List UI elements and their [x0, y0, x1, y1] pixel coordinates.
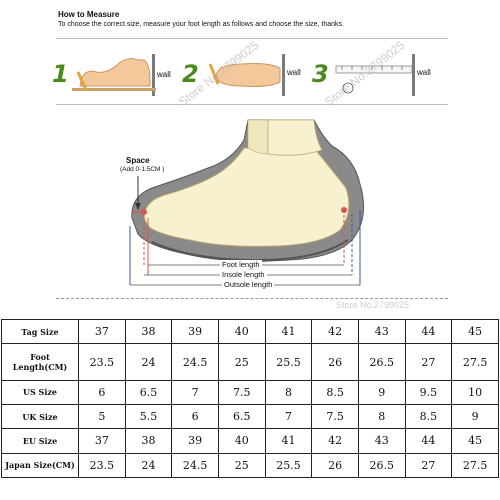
row-header: US Size	[1, 379, 79, 406]
table-row: Tag Size 37 38 39 40 41 42 43 44 45	[1, 318, 499, 345]
table-cell: 7	[264, 404, 313, 430]
table-cell: 41	[264, 428, 313, 454]
table-cell: 42	[311, 428, 359, 454]
step-1-illustration	[72, 54, 156, 96]
table-cell: 39	[171, 428, 219, 454]
table-cell: 44	[404, 428, 453, 454]
table-cell: 42	[311, 318, 359, 345]
row-header: Foot Length(CM)	[1, 343, 79, 381]
table-cell: 40	[217, 428, 266, 454]
table-cell: 24	[124, 343, 173, 381]
table-cell: 24.5	[171, 343, 219, 381]
measure-header: How to Measure To choose the correct siz…	[58, 10, 344, 28]
table-cell: 37	[78, 318, 126, 345]
table-cell: 45	[451, 428, 499, 454]
step-1-panel: 1 wall	[52, 50, 171, 100]
outsole-length-label: Outsole length	[222, 280, 275, 289]
table-cell: 44	[404, 318, 453, 345]
table-cell: 41	[264, 318, 313, 345]
row-header: Japan Size(CM)	[1, 452, 79, 479]
table-cell: 26	[311, 343, 359, 381]
table-cell: 6.5	[124, 379, 173, 406]
table-cell: 24	[124, 452, 173, 479]
table-cell: 27.5	[451, 343, 499, 381]
table-cell: 27.5	[451, 452, 499, 479]
table-cell: 26.5	[357, 452, 406, 479]
step-2-wall-label: wall	[287, 68, 301, 77]
measure-subtitle: To choose the correct size, measure your…	[58, 21, 344, 28]
insole-length-label: Insole length	[220, 270, 267, 279]
table-row: Japan Size(CM) 23.5 24 24.5 25 25.5 26 2…	[1, 452, 499, 479]
table-cell: 25	[217, 452, 266, 479]
table-cell: 38	[124, 318, 173, 345]
step-3-panel: 3 wall	[312, 50, 431, 100]
table-cell: 45	[451, 318, 499, 345]
table-cell: 5	[78, 404, 126, 430]
divider-bottom	[56, 104, 448, 105]
table-cell: 9	[357, 379, 406, 406]
table-cell: 8.5	[404, 404, 453, 430]
row-header: Tag Size	[1, 318, 79, 345]
table-cell: 25	[217, 343, 266, 381]
table-cell: 25.5	[264, 452, 313, 479]
table-cell: 25.5	[264, 343, 313, 381]
dashed-divider	[56, 298, 448, 299]
measure-title: How to Measure	[58, 10, 120, 19]
table-cell: 37	[78, 428, 126, 454]
step-2-number: 2	[182, 60, 199, 88]
table-cell: 6.5	[217, 404, 266, 430]
step-3-illustration	[335, 54, 415, 96]
table-cell: 26.5	[357, 343, 406, 381]
table-cell: 24.5	[171, 452, 219, 479]
table-row: US Size 6 6.5 7 7.5 8 8.5 9 9.5 10	[1, 379, 499, 406]
divider-top	[56, 38, 448, 39]
table-cell: 5.5	[124, 404, 173, 430]
step-2-illustration	[208, 54, 285, 96]
table-cell: 43	[357, 318, 406, 345]
table-row: UK Size 5 5.5 6 6.5 7 7.5 8 8.5 9	[1, 404, 499, 430]
space-label: Space	[126, 156, 150, 165]
table-cell: 40	[217, 318, 266, 345]
table-cell: 8	[264, 379, 313, 406]
step-3-wall-label: wall	[417, 68, 431, 77]
table-cell: 26	[311, 452, 359, 479]
shoe-diagram: Space (Add 0-1.5CM ) Foot length Insole …	[108, 110, 392, 300]
size-table: Tag Size 37 38 39 40 41 42 43 44 45 Foot…	[1, 318, 499, 479]
table-cell: 7.5	[311, 404, 359, 430]
table-cell: 39	[171, 318, 219, 345]
table-row: EU Size 37 38 39 40 41 42 43 44 45	[1, 428, 499, 454]
table-cell: 8	[357, 404, 406, 430]
row-header: UK Size	[1, 404, 79, 430]
table-cell: 38	[124, 428, 173, 454]
table-cell: 27	[404, 343, 453, 381]
table-row: Foot Length(CM) 23.5 24 24.5 25 25.5 26 …	[1, 343, 499, 381]
watermark-4: Store No.2799025	[336, 300, 410, 310]
step-1-number: 1	[52, 60, 69, 88]
table-cell: 8.5	[311, 379, 359, 406]
foot-length-label: Foot length	[220, 260, 262, 269]
shoe-illustration	[129, 119, 365, 286]
table-cell: 23.5	[78, 452, 126, 479]
space-sub-label: (Add 0-1.5CM )	[120, 166, 165, 173]
table-cell: 7	[171, 379, 219, 406]
step-1-wall-label: wall	[157, 70, 171, 79]
step-3-number: 3	[312, 60, 329, 88]
table-cell: 7.5	[217, 379, 266, 406]
step-2-panel: 2 wall	[182, 50, 301, 100]
row-header: EU Size	[1, 428, 79, 454]
table-cell: 43	[357, 428, 406, 454]
table-cell: 27	[404, 452, 453, 479]
table-cell: 10	[451, 379, 499, 406]
table-cell: 6	[78, 379, 126, 406]
table-cell: 23.5	[78, 343, 126, 381]
table-cell: 9	[451, 404, 499, 430]
table-cell: 6	[171, 404, 219, 430]
table-cell: 9.5	[404, 379, 453, 406]
